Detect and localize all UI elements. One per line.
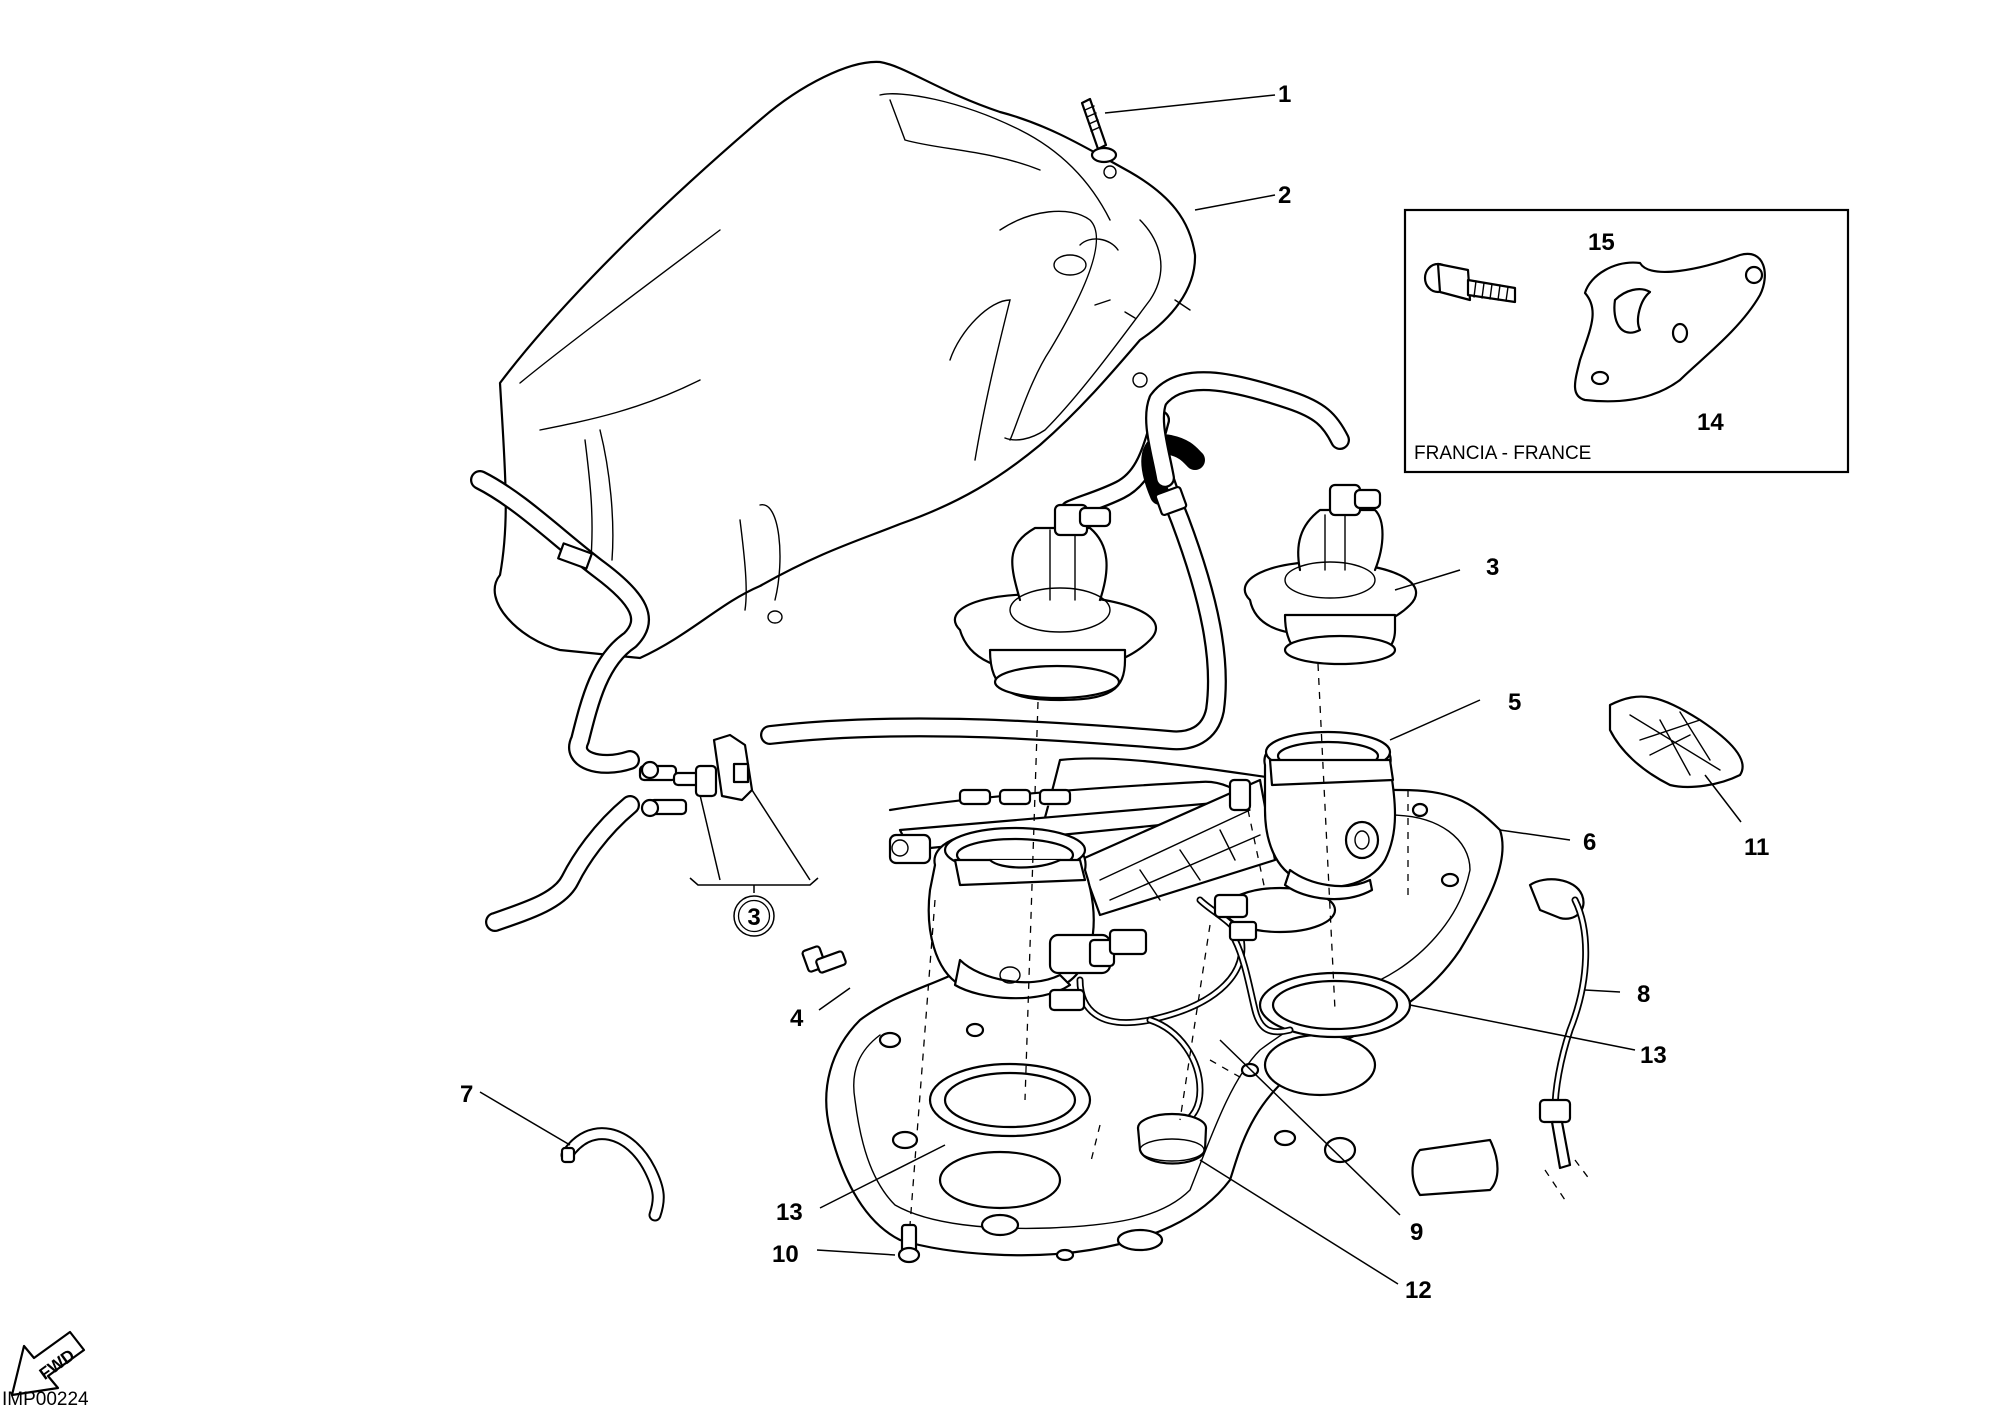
callout-13-left: 13 [776, 1199, 803, 1226]
hose-clip [560, 1127, 665, 1222]
screw-10 [897, 1223, 921, 1264]
callout-2: 2 [1278, 182, 1291, 209]
callout-3: 3 [1486, 554, 1499, 581]
inset-france: FRANCIA - FRANCE [1403, 208, 1850, 474]
callout-5: 5 [1508, 689, 1521, 716]
callout-4: 4 [790, 1005, 804, 1032]
vent-hose-upper [1141, 371, 1350, 517]
breather-hose-left [470, 470, 650, 932]
intake-funnel-left [953, 503, 1157, 702]
grommet [1136, 1112, 1208, 1165]
callout-8: 8 [1637, 981, 1650, 1008]
throttle-body-assembly [888, 730, 1397, 1000]
bolt-4 [801, 945, 847, 974]
bolt-15 [1423, 262, 1517, 304]
callout-13-right: 13 [1640, 1042, 1667, 1069]
fwd-arrow-icon: FWD [10, 1330, 86, 1397]
callout-1: 1 [1278, 81, 1291, 108]
o-ring-left [928, 1062, 1092, 1138]
temp-sensor-8 [1528, 878, 1590, 1170]
inset-caption: FRANCIA - FRANCE [1414, 443, 1591, 464]
wiring-harness [1048, 893, 1294, 1129]
screw-1 [1080, 97, 1118, 164]
callouts: 1 2 3 5 6 8 11 13 9 12 4 7 13 10 15 14 [460, 81, 1769, 1304]
callout-9: 9 [1410, 1219, 1423, 1246]
callout-6: 6 [1583, 829, 1596, 856]
callout-7: 7 [460, 1081, 473, 1108]
filter-element-11 [1608, 695, 1744, 789]
t-fitting [638, 733, 754, 818]
callout-14: 14 [1697, 409, 1724, 436]
bracket-14 [1573, 252, 1766, 403]
intake-funnel-right [1243, 483, 1417, 666]
callout-11: 11 [1744, 834, 1769, 861]
drawing-code: IMP00224 [2, 1389, 89, 1410]
airbox-cover [493, 60, 1197, 660]
callout-15: 15 [1588, 229, 1615, 256]
subgroup-reference: 3 [747, 904, 760, 931]
callout-10: 10 [772, 1241, 799, 1268]
circled-reference-icon: 3 [733, 895, 775, 937]
callout-12: 12 [1405, 1277, 1432, 1304]
